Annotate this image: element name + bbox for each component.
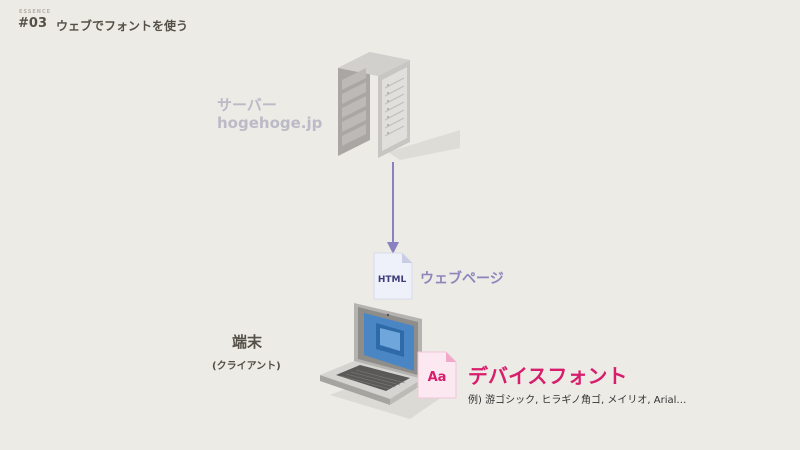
- html-document-icon: HTML: [373, 252, 413, 300]
- html-doc-text: HTML: [378, 275, 407, 285]
- device-sublabel: (クライアント): [212, 361, 281, 372]
- server-rack-icon: [338, 52, 460, 160]
- device-font-label: デバイスフォント: [468, 364, 628, 388]
- font-file-icon: Aa: [417, 351, 457, 399]
- device-label: 端末: [232, 333, 263, 351]
- episode-number: #03: [18, 16, 47, 31]
- font-example-text: 例) 游ゴシック, ヒラギノ角ゴ, メイリオ, Arial…: [468, 395, 687, 406]
- server-label: サーバー: [217, 96, 277, 114]
- page-title: ウェブでフォントを使う: [56, 19, 189, 33]
- laptop-icon: [320, 303, 445, 419]
- section-tag: ESSENCE: [19, 9, 52, 15]
- download-arrow: [387, 162, 399, 254]
- server-hostname: hogehoge.jp: [217, 114, 323, 132]
- font-file-text: Aa: [428, 370, 447, 385]
- webpage-label: ウェブページ: [420, 271, 504, 287]
